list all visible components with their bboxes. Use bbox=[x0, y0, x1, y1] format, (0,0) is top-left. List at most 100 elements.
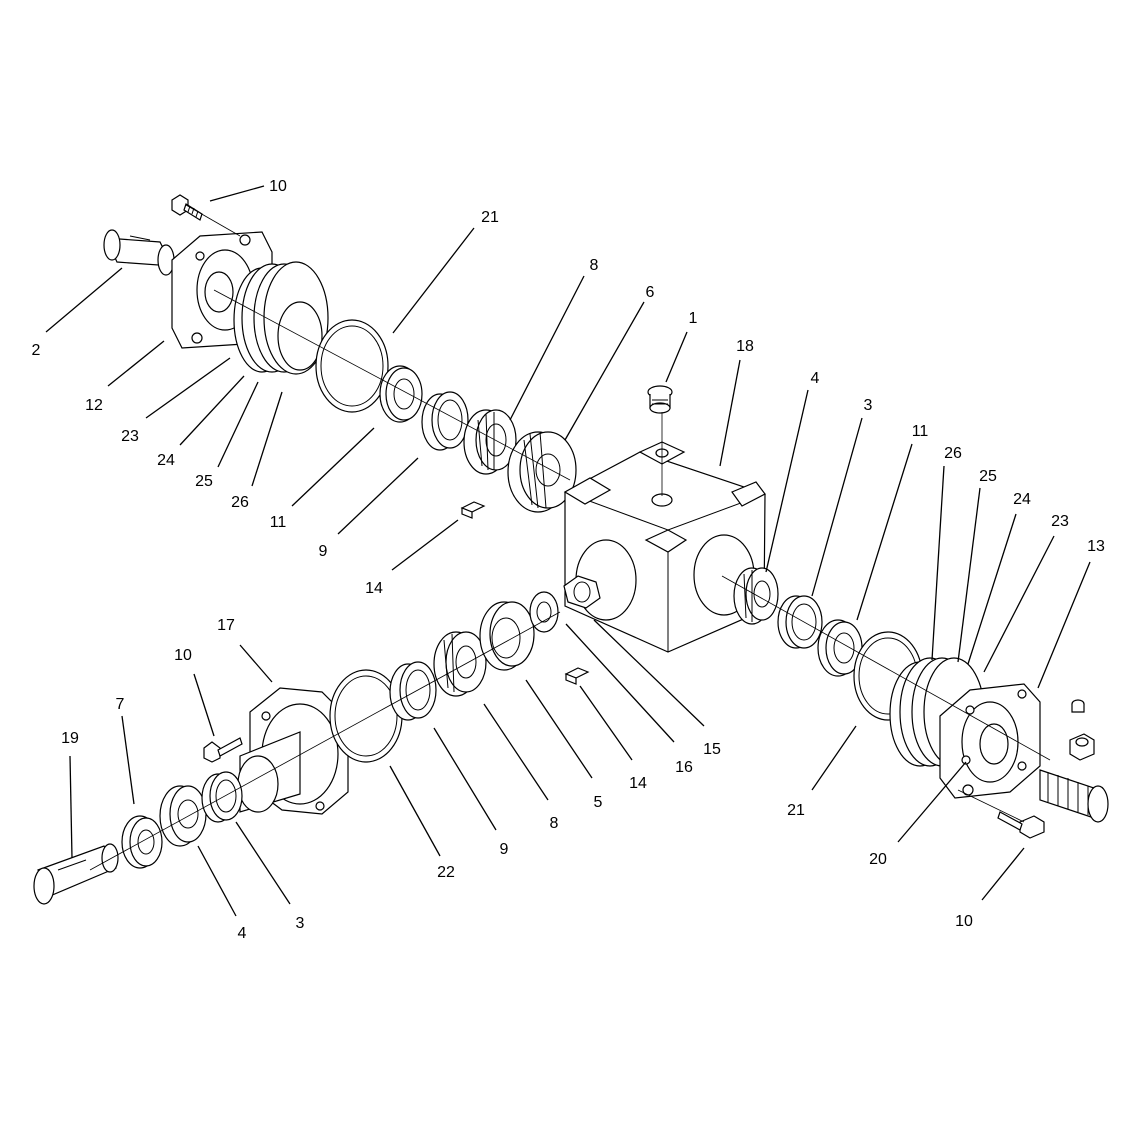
callout-label: 6 bbox=[646, 284, 655, 301]
callout-label: 3 bbox=[864, 397, 873, 414]
bearing-cone-part-right bbox=[733, 567, 779, 625]
callouts-layer: 10 21 8 6 1 18 4 3 bbox=[32, 178, 1105, 942]
callout-3-bottom: 3 bbox=[235, 821, 305, 932]
callout-label: 14 bbox=[365, 580, 383, 597]
callout-label: 21 bbox=[787, 802, 805, 819]
callout-10-top: 10 bbox=[209, 178, 287, 202]
washer-part bbox=[529, 591, 559, 633]
callout-23-left: 23 bbox=[121, 357, 231, 445]
callout-label: 26 bbox=[944, 445, 962, 462]
callout-label: 10 bbox=[269, 178, 287, 195]
callout-label: 24 bbox=[1013, 491, 1031, 508]
callout-22: 22 bbox=[389, 765, 455, 881]
callout-label: 8 bbox=[590, 257, 599, 274]
callout-24-left: 24 bbox=[157, 375, 245, 469]
callout-1: 1 bbox=[665, 310, 698, 383]
callout-label: 21 bbox=[481, 209, 499, 226]
splined-shaft-part bbox=[1039, 769, 1109, 823]
callout-14-top: 14 bbox=[365, 519, 459, 597]
bolt-part-bottom-right bbox=[997, 811, 1045, 839]
oil-seal-part-top bbox=[379, 365, 423, 423]
pulley-part-top bbox=[233, 261, 329, 375]
callout-label: 10 bbox=[955, 913, 973, 930]
callout-label: 23 bbox=[121, 428, 139, 445]
callout-label: 22 bbox=[437, 864, 455, 881]
nut-part bbox=[563, 575, 601, 609]
callout-label: 4 bbox=[238, 925, 247, 942]
callout-label: 24 bbox=[157, 452, 175, 469]
callout-label: 9 bbox=[319, 543, 328, 560]
cover-part bbox=[237, 687, 349, 815]
callout-14-bottom: 14 bbox=[579, 685, 647, 792]
callout-label: 7 bbox=[116, 696, 125, 713]
callout-13: 13 bbox=[1037, 538, 1105, 689]
callout-label: 4 bbox=[811, 370, 820, 387]
callout-label: 5 bbox=[594, 794, 603, 811]
callout-2: 2 bbox=[32, 267, 123, 359]
callout-label: 14 bbox=[629, 775, 647, 792]
callout-label: 18 bbox=[736, 338, 754, 355]
set-screw-part bbox=[1069, 699, 1095, 761]
callout-label: 13 bbox=[1087, 538, 1105, 555]
callout-label: 9 bbox=[500, 841, 509, 858]
bearing-cone-part-top bbox=[463, 409, 517, 475]
callout-label: 10 bbox=[174, 647, 192, 664]
callout-label: 8 bbox=[550, 815, 559, 832]
bolt-part-middle bbox=[203, 737, 243, 763]
callout-label: 2 bbox=[32, 342, 41, 359]
assembly-axis-lines bbox=[89, 204, 1051, 871]
callout-25-left: 25 bbox=[195, 381, 259, 490]
callout-19: 19 bbox=[61, 730, 79, 859]
input-shaft-part bbox=[103, 229, 175, 276]
callout-label: 23 bbox=[1051, 513, 1069, 530]
callout-11-left: 11 bbox=[270, 427, 375, 531]
callout-25-right: 25 bbox=[957, 468, 997, 663]
callout-23-right: 23 bbox=[983, 513, 1069, 673]
callout-label: 17 bbox=[217, 617, 235, 634]
callout-label: 16 bbox=[675, 759, 693, 776]
callout-24-right: 24 bbox=[967, 491, 1031, 665]
callout-10-mid: 10 bbox=[174, 647, 215, 737]
callout-label: 12 bbox=[85, 397, 103, 414]
callout-label: 11 bbox=[270, 514, 287, 531]
callout-18: 18 bbox=[719, 338, 754, 467]
callout-20: 20 bbox=[869, 761, 967, 868]
callout-21-top: 21 bbox=[392, 209, 499, 334]
callout-15: 15 bbox=[593, 619, 721, 758]
oil-seal-part-right bbox=[817, 619, 863, 677]
pinion-gear-part bbox=[479, 601, 535, 671]
oil-seal-part-bottom bbox=[121, 815, 163, 869]
bearing-cup-part-middle bbox=[389, 661, 437, 721]
callout-5: 5 bbox=[525, 679, 603, 811]
callout-label: 25 bbox=[979, 468, 997, 485]
callout-26-right: 26 bbox=[931, 445, 962, 661]
bearing-cone-part-bottom bbox=[159, 785, 207, 847]
callout-12: 12 bbox=[85, 340, 165, 414]
callout-17: 17 bbox=[217, 617, 273, 683]
callout-label: 15 bbox=[703, 741, 721, 758]
bearing-cone-part-middle bbox=[433, 631, 487, 697]
callout-label: 26 bbox=[231, 494, 249, 511]
callout-label: 19 bbox=[61, 730, 79, 747]
callout-4-bottom: 4 bbox=[197, 845, 247, 942]
callout-9-bottom: 9 bbox=[433, 727, 509, 858]
callout-label: 3 bbox=[296, 915, 305, 932]
callout-21-bottom: 21 bbox=[787, 725, 857, 819]
callout-10-bottom: 10 bbox=[955, 847, 1025, 930]
callout-8-bottom: 8 bbox=[483, 703, 559, 832]
output-shaft-part bbox=[33, 843, 119, 905]
callout-label: 20 bbox=[869, 851, 887, 868]
callout-3-right: 3 bbox=[811, 397, 873, 597]
bearing-cup-part-top bbox=[421, 391, 469, 451]
callout-label: 1 bbox=[689, 310, 698, 327]
callout-8-top: 8 bbox=[509, 257, 599, 421]
callout-label: 25 bbox=[195, 473, 213, 490]
callout-label: 11 bbox=[912, 423, 929, 440]
bolt-part-top bbox=[171, 194, 203, 221]
callout-9-top: 9 bbox=[319, 457, 419, 560]
callout-4-right: 4 bbox=[765, 370, 820, 573]
callout-16: 16 bbox=[565, 623, 693, 776]
callout-26-left: 26 bbox=[231, 391, 283, 511]
bearing-cup-part-right bbox=[777, 595, 823, 649]
